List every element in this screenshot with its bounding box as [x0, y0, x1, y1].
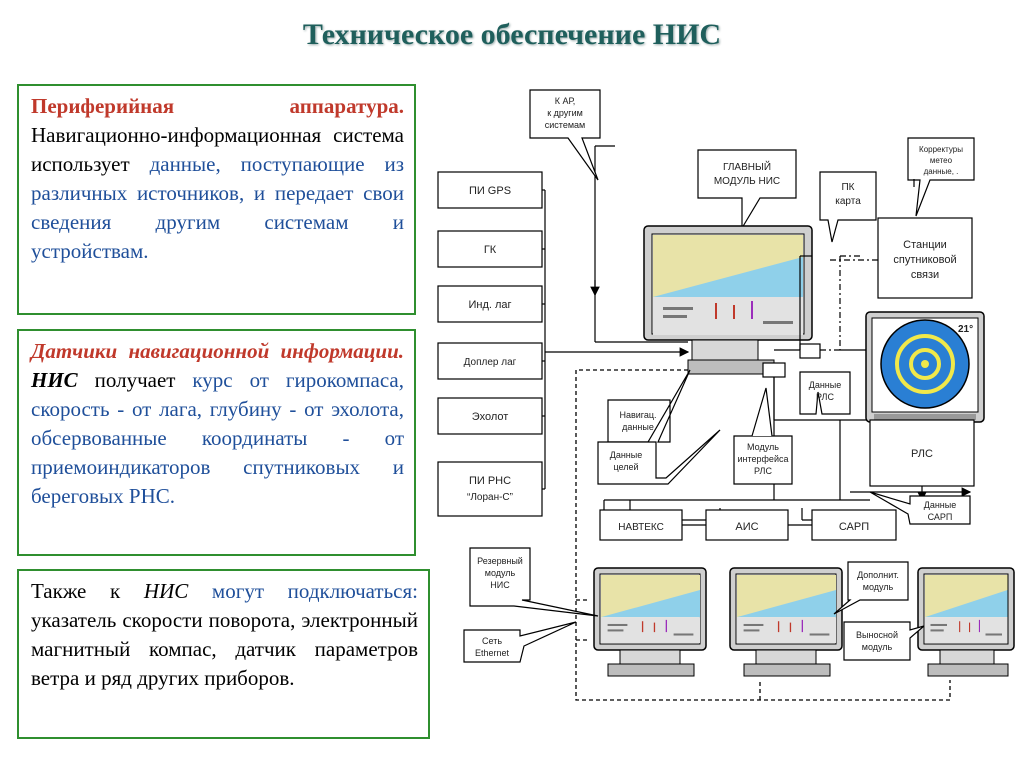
station-line3: связи	[911, 269, 939, 281]
additional-text-c: указатель скорости поворота, электронный…	[31, 608, 418, 690]
callout-reserve-module: Резервный модуль НИС	[469, 547, 599, 617]
callout-meteo: Корректуры метео данные, .	[907, 137, 975, 217]
sensor-log-label: Инд. лаг	[468, 299, 511, 311]
callout-targets-2: целей	[613, 462, 638, 472]
sensor-rns-line2: “Лоран-С”	[467, 492, 513, 503]
additional-text-box: Также к НИС могут подключаться: указател…	[17, 569, 430, 739]
callout-pc-chart: ПК карта	[819, 171, 877, 243]
callout-iface-1: Модуль	[747, 442, 779, 452]
sensors-heading: Датчики навигационной информации.	[31, 339, 404, 363]
arpa-label: САРП	[839, 521, 869, 533]
sensor-gyrocompass: ГК	[437, 230, 543, 268]
sensors-text-a: получает	[77, 368, 193, 392]
callout-pk-1: ПК	[841, 182, 854, 193]
radar-angle: 21°	[958, 324, 973, 335]
callout-main-1: ГЛАВНЫЙ	[723, 160, 771, 173]
callout-reserve-3: НИС	[490, 580, 510, 590]
callout-remote-1: Выносной	[856, 630, 898, 640]
sensors-nis: НИС	[31, 368, 78, 392]
callout-ethernet: Сеть Ethernet	[463, 621, 577, 663]
ais-unit: АИС	[705, 509, 789, 541]
main-monitor	[643, 225, 813, 375]
station-line1: Станции	[903, 239, 947, 251]
extra-monitor	[729, 567, 843, 677]
sensor-gyrocompass-label: ГК	[484, 244, 497, 256]
callout-kap-2: к другим	[547, 108, 583, 118]
page-title: Техническое обеспечение НИС	[302, 18, 722, 51]
callout-nav-1: Навигац.	[619, 410, 656, 420]
callout-net-1: Сеть	[482, 636, 502, 646]
callout-meteo-2: метео	[930, 156, 953, 165]
sensor-log: Инд. лаг	[437, 285, 543, 323]
callout-meteo-1: Корректуры	[919, 145, 963, 154]
callout-extra-1: Дополнит.	[857, 570, 899, 580]
callout-iface-2: интерфейса	[738, 454, 789, 464]
callout-remote-module: Выносной модуль	[843, 621, 925, 661]
callout-reserve-2: модуль	[485, 568, 516, 578]
sensors-text-b: курс от гирокомпаса, скорость - от лага,…	[31, 368, 404, 508]
sensor-rns-loran: ПИ РНС “Лоран-С”	[437, 461, 543, 517]
station-line2: спутниковой	[893, 254, 956, 266]
additional-text-b: могут подключаться:	[188, 579, 418, 603]
callout-rls-2: РЛС	[816, 392, 834, 402]
radar-unit-label: РЛС	[911, 448, 933, 460]
callout-kap-1: К АР,	[555, 96, 576, 106]
callout-nav-2: данные	[622, 422, 654, 432]
peripheral-text-b: данные, поступающие из различных источни…	[31, 152, 405, 263]
callout-arpa-data: Данные САРП	[869, 491, 971, 525]
navtex-unit: НАВТЕКС	[599, 509, 683, 541]
sensor-gps-label: ПИ GPS	[469, 185, 511, 197]
radar-display: 21°	[865, 311, 985, 423]
satellite-station: Станции спутниковой связи	[877, 217, 973, 299]
peripheral-text-box: Периферийная аппаратура. Навигационно-ин…	[17, 84, 416, 315]
sensor-bus	[542, 145, 690, 490]
callout-radar-data: Данные РЛС	[799, 371, 851, 415]
additional-nis: НИС	[143, 579, 189, 603]
peripheral-heading: Периферийная аппаратура.	[31, 94, 404, 118]
sensor-doppler-label: Доплер лаг	[464, 357, 517, 368]
peripheral-text-a: Навигационно-информационная система испо…	[31, 123, 404, 176]
arpa-unit: САРП	[811, 509, 897, 541]
callout-main-module: ГЛАВНЫЙ МОДУЛЬ НИС	[697, 149, 797, 231]
callout-pk-2: карта	[835, 196, 861, 207]
callout-main-2: МОДУЛЬ НИС	[714, 176, 780, 187]
sensor-echosounder: Эхолот	[437, 397, 543, 435]
callout-kap-3: системам	[545, 120, 585, 130]
additional-text-a: Также к	[31, 579, 144, 603]
callout-to-autopilot: К АР, к другим системам	[529, 89, 601, 181]
callout-remote-2: модуль	[862, 642, 893, 652]
navtex-label: НАВТЕКС	[618, 522, 664, 533]
callout-rls-1: Данные	[809, 380, 842, 390]
sensor-rns-line1: ПИ РНС	[469, 475, 511, 487]
nis-diagram: ПИ GPS ГК Инд. лаг Доплер лаг Эхолот ПИ …	[437, 89, 1015, 701]
sensors-text-box: Датчики навигационной информации. НИС по…	[17, 329, 416, 556]
callout-sarp-2: САРП	[928, 512, 953, 522]
callout-extra-module: Дополнит. модуль	[833, 561, 909, 615]
callout-net-2: Ethernet	[475, 648, 510, 658]
callout-meteo-3: данные, .	[924, 167, 959, 176]
callout-nav-data: Навигац. данные	[607, 369, 691, 443]
radar-unit: РЛС	[869, 419, 975, 487]
callout-iface-3: РЛС	[754, 466, 772, 476]
callout-sarp-1: Данные	[924, 500, 957, 510]
sensor-gps: ПИ GPS	[437, 171, 543, 209]
sensor-doppler-log: Доплер лаг	[437, 342, 543, 380]
sensor-echosounder-label: Эхолот	[472, 411, 509, 423]
callout-targets: Данные целей	[597, 429, 721, 485]
callout-radar-interface: Модуль интерфейса РЛС	[733, 387, 793, 485]
callout-reserve-1: Резервный	[477, 556, 523, 566]
callout-extra-2: модуль	[863, 582, 894, 592]
reserve-monitor	[593, 567, 707, 677]
remote-monitor	[917, 567, 1015, 677]
ais-label: АИС	[735, 521, 758, 533]
callout-targets-1: Данные	[610, 450, 643, 460]
